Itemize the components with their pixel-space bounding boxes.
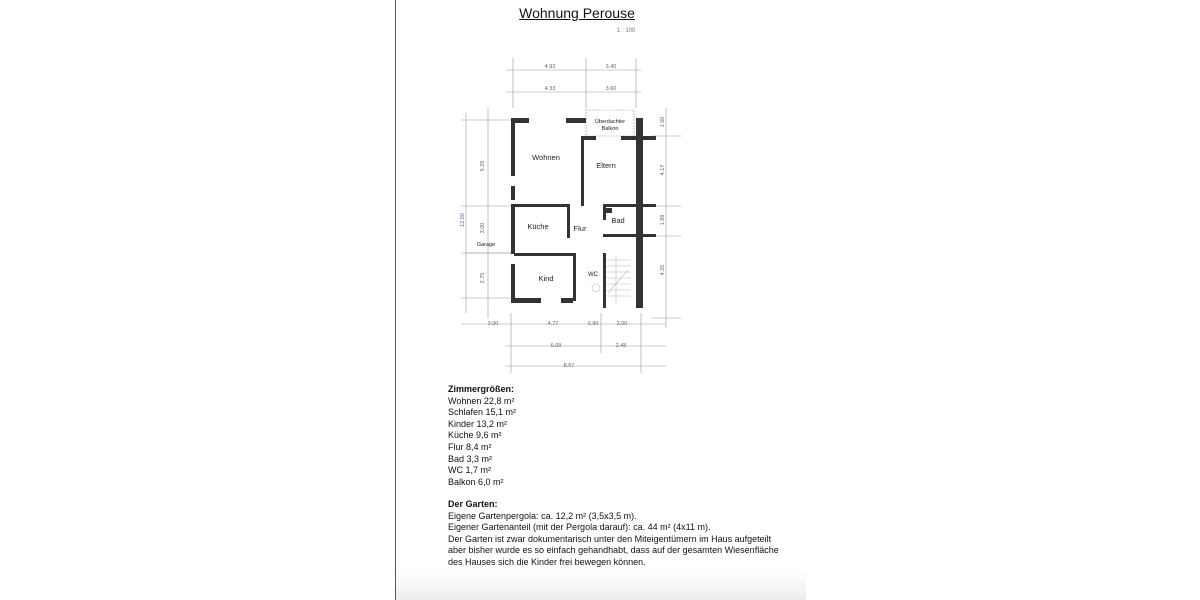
garden-section: Der Garten: Eigene Gartenpergola: ca. 12… [448,499,779,569]
svg-text:1.88: 1.88 [660,215,666,226]
svg-text:2.75: 2.75 [480,273,486,284]
room-size-item: Wohnen 22,8 m² [448,395,515,406]
room-label-bad: Bad [611,216,624,225]
room-size-item: Bad 3,3 m² [448,453,493,464]
room-label-kueche: Küche [527,222,548,231]
svg-text:2.48: 2.48 [616,343,627,349]
svg-text:4.93: 4.93 [545,64,556,70]
room-sizes-section: Zimmergrößen: Wohnen 22,8 m² Schlafen 15… [448,384,516,488]
svg-text:4.17: 4.17 [660,165,666,176]
svg-text:6.09: 6.09 [551,343,562,349]
floor-plan: Wohnen Eltern Überdachter Balkon Küche F… [456,48,686,378]
garden-heading: Der Garten: [448,499,498,509]
svg-text:4.77: 4.77 [548,321,559,327]
room-size-item: Küche 9,6 m² [448,430,502,441]
svg-text:8.57: 8.57 [564,363,575,369]
room-label-balkon-2: Balkon [602,126,619,132]
room-label-balkon-1: Überdachter [595,118,625,125]
svg-text:3.60: 3.60 [606,86,617,92]
svg-text:3.00: 3.00 [488,321,499,327]
page-bottom-shadow [396,572,806,600]
document-page: Wohnung Perouse 1 : 100 [395,0,806,600]
svg-text:5.29: 5.29 [480,161,486,172]
svg-text:3.00: 3.00 [480,223,486,234]
svg-text:2.00: 2.00 [617,321,628,327]
svg-text:0.90: 0.90 [588,321,599,327]
room-label-wohnen: Wohnen [532,153,560,162]
room-label-kind: Kind [538,274,553,283]
svg-text:4.33: 4.33 [545,86,556,92]
garden-line: aber bisher wurde es so einfach gehandha… [448,545,779,556]
room-size-item: Schlafen 15,1 m² [448,407,517,418]
scale-label: 1 : 100 [617,28,636,34]
svg-text:12.00: 12.00 [460,213,466,227]
svg-text:3.40: 3.40 [606,64,617,70]
room-size-item: Kinder 13,2 m² [448,418,508,429]
svg-text:4.55: 4.55 [660,265,666,276]
room-size-item: WC 1,7 m² [448,465,492,476]
room-size-item: Balkon 6,0 m² [448,476,504,487]
garden-line: Der Garten ist zwar dokumentarisch unter… [448,533,772,544]
room-label-flur: Flur [574,224,587,233]
svg-text:1.60: 1.60 [660,117,666,128]
room-size-item: Flur 8,4 m² [448,441,492,452]
garden-line: Eigener Gartenanteil (mit der Pergola da… [448,522,711,533]
room-label-eltern: Eltern [596,161,616,170]
garden-line: des Hauses sich die Kinder frei bewegen … [448,556,646,567]
room-label-garage: Garage [477,242,495,248]
page-title: Wohnung Perouse [519,5,635,21]
room-label-wc: WC [588,272,599,278]
room-sizes-heading: Zimmergrößen: [448,384,515,394]
garden-line: Eigene Gartenpergola: ca. 12,2 m² (3,5x3… [448,510,637,521]
